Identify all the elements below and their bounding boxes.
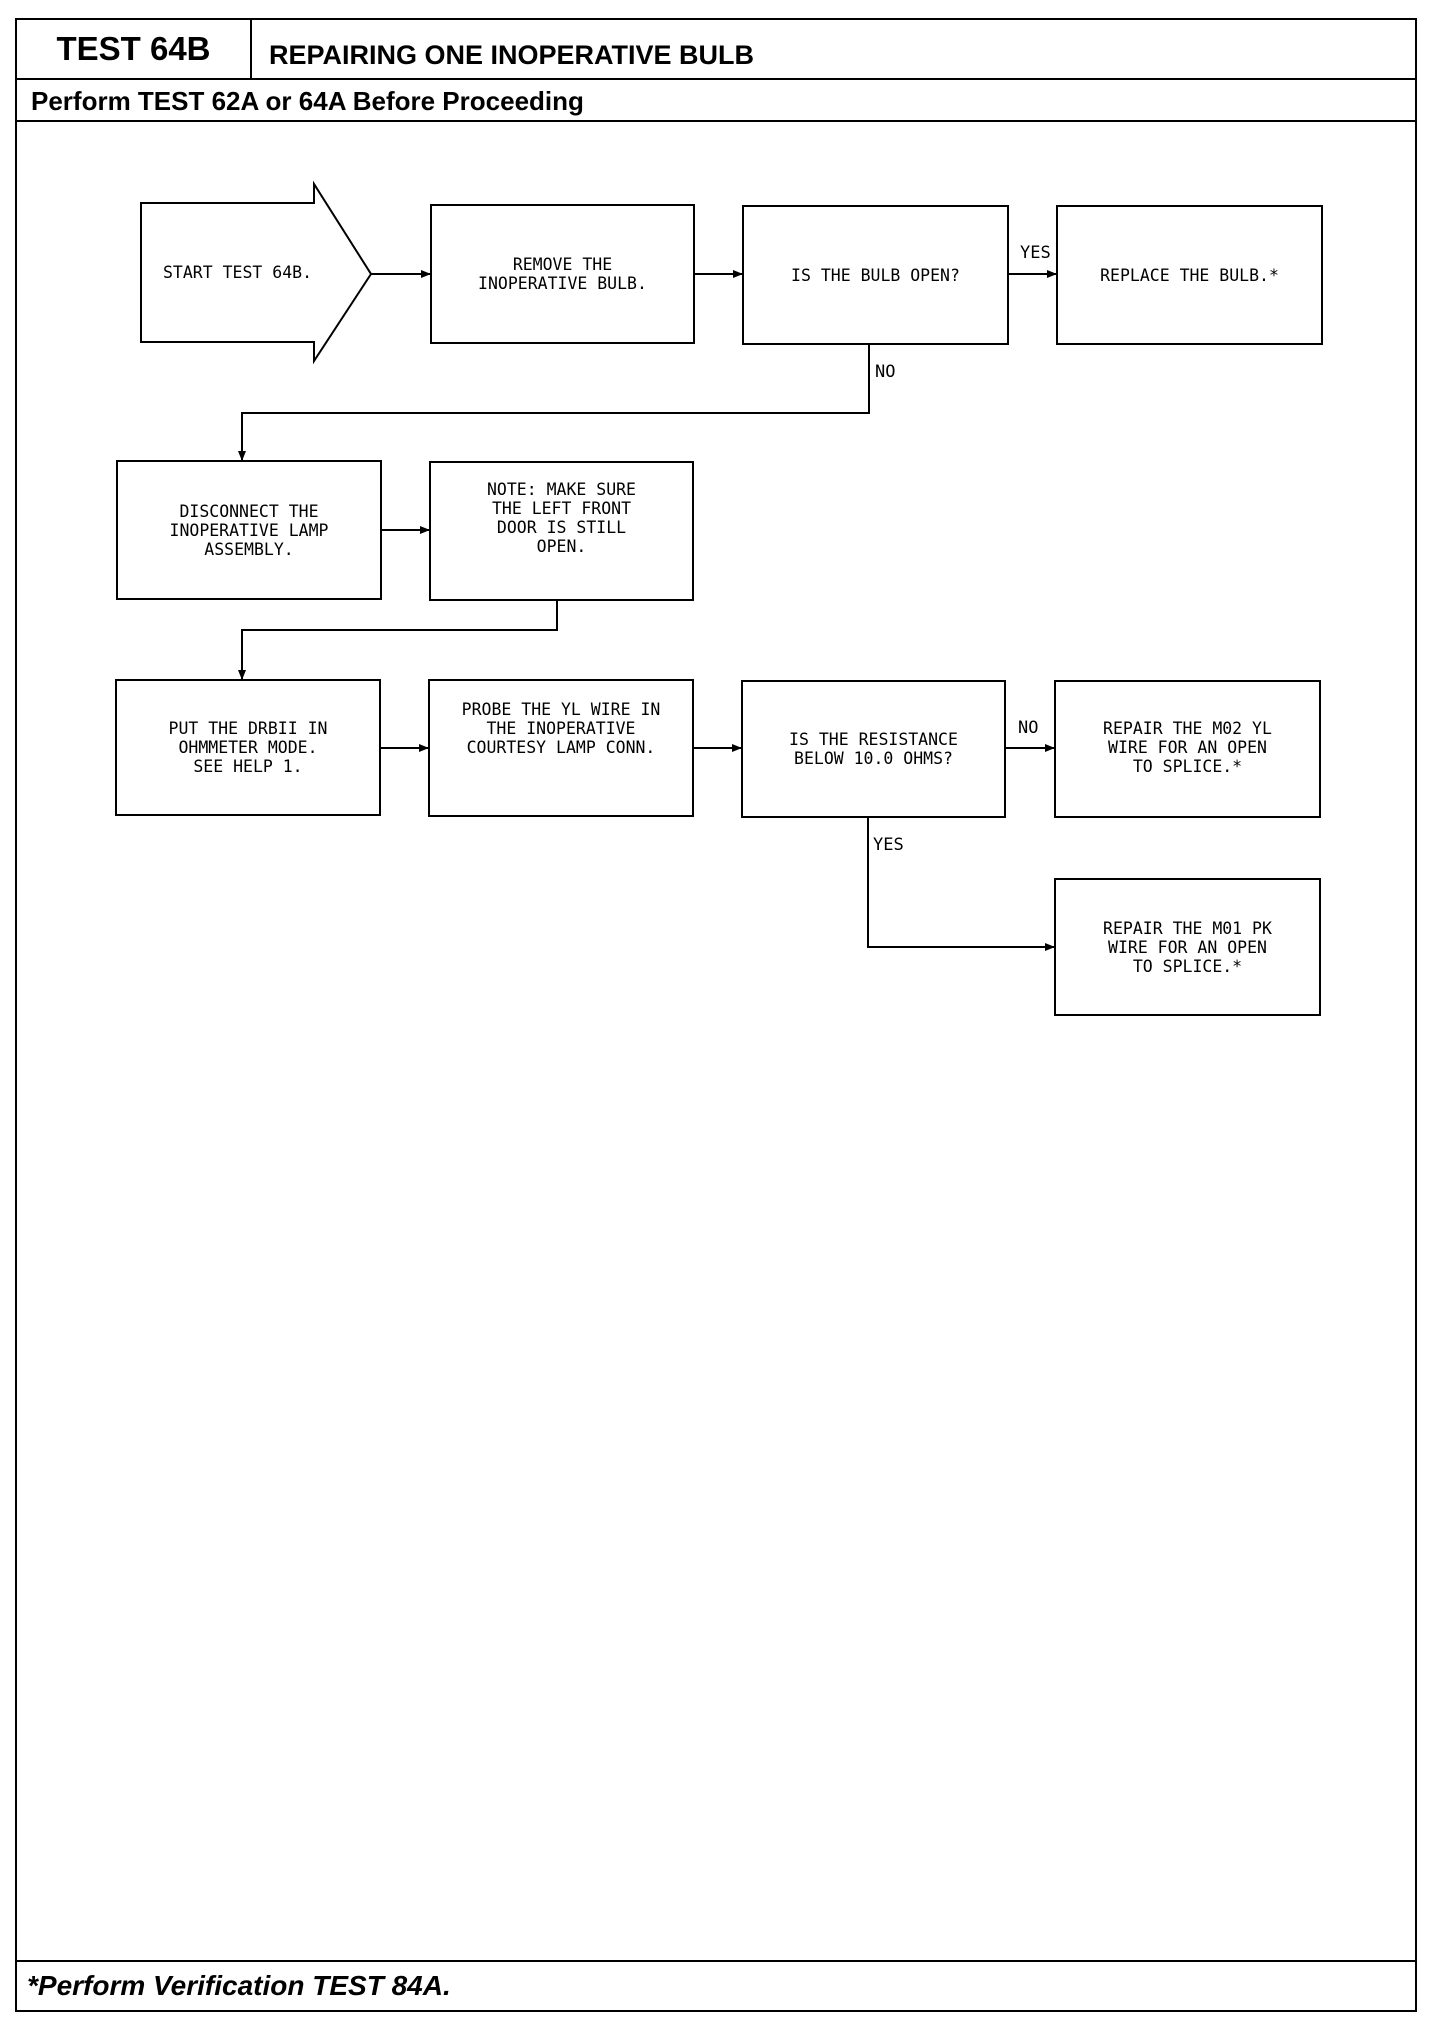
probe-wire-text: PROBE THE YL WIRE IN THE INOPERATIVE COU… (461, 700, 661, 757)
no-label-resistance: NO (1018, 718, 1039, 738)
bulb-open-question: IS THE BULB OPEN? (791, 265, 960, 285)
resistance-question: IS THE RESISTANCE BELOW 10.0 OHMS? (789, 730, 958, 768)
note-door-box (429, 461, 694, 601)
note-to-put-drbii-arrow (238, 600, 558, 680)
put-drbii-text: PUT THE DRBII IN OHMMETER MODE. SEE HELP… (168, 719, 328, 776)
remove-bulb-text: REMOVE THE INOPERATIVE BULB. (478, 255, 647, 293)
no-label-bulb: NO (875, 362, 896, 382)
page-frame: TEST 64B REPAIRING ONE INOPERATIVE BULB … (15, 18, 1417, 2012)
header-row: TEST 64B REPAIRING ONE INOPERATIVE BULB (17, 20, 1415, 80)
start-arrow-shape (140, 180, 373, 365)
no-to-disconnect-arrow (238, 344, 870, 461)
note-door-text: NOTE: MAKE SURE THE LEFT FRONT DOOR IS S… (486, 480, 636, 556)
repair-m01-text: REPAIR THE M01 PK WIRE FOR AN OPEN TO SP… (1103, 918, 1272, 976)
footer: *Perform Verification TEST 84A. (17, 1960, 1415, 2010)
verification-note: *Perform Verification TEST 84A. (27, 1970, 451, 2001)
repair-m02-text: REPAIR THE M02 YL WIRE FOR AN OPEN TO SP… (1103, 719, 1272, 776)
prerequisite-note: Perform TEST 62A or 64A Before Proceedin… (31, 86, 584, 116)
test-id: TEST 64B (17, 20, 252, 78)
disconnect-lamp-text: DISCONNECT THE INOPERATIVE LAMP ASSEMBLY… (169, 501, 329, 559)
start-test-label: START TEST 64B. (163, 263, 313, 282)
replace-bulb-text: REPLACE THE BULB.* (1100, 265, 1279, 285)
repair-m01-box (1054, 878, 1321, 1016)
test-title: REPAIRING ONE INOPERATIVE BULB (269, 40, 755, 70)
yes-label-bulb: YES (1020, 243, 1051, 263)
repair-m02-box (1054, 680, 1321, 818)
prerequisite-row: Perform TEST 62A or 64A Before Proceedin… (17, 80, 1415, 122)
yes-to-repair-m01-arrow (867, 817, 1055, 951)
replace-bulb-box (1056, 205, 1323, 345)
yes-label-resistance: YES (873, 835, 904, 855)
